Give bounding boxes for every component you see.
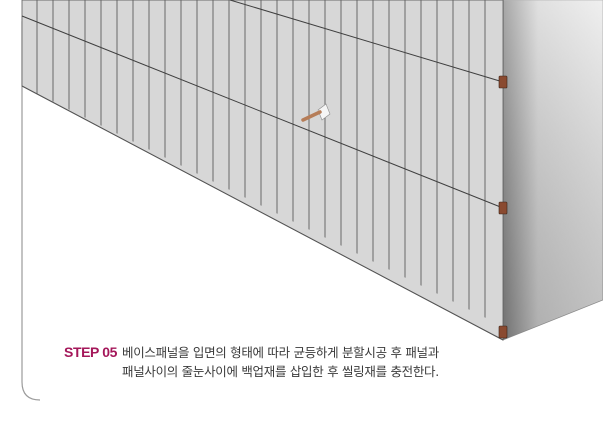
backer-rod-tool	[301, 103, 331, 122]
base-panel-face	[21, 0, 504, 341]
corner-brackets	[498, 75, 508, 339]
step-label: STEP 05	[64, 344, 117, 360]
panel-bottom-edge	[21, 85, 504, 341]
caption-text-1: 베이스패널을 입면의 형태에 따라 균등하게 분할시공 후 패널과	[122, 345, 439, 360]
horizontal-joints	[21, 0, 504, 209]
caption-text-2: 패널사이의 줄눈사이에 백업재를 삽입한 후 씰링재를 충전한다.	[122, 364, 439, 379]
caption-line-2: 패널사이의 줄눈사이에 백업재를 삽입한 후 씰링재를 충전한다.	[64, 362, 594, 381]
step-description: STEP 05 베이스패널을 입면의 형태에 따라 균등하게 분할시공 후 패널과…	[64, 343, 594, 381]
caption-line-1: STEP 05 베이스패널을 입면의 형태에 따라 균등하게 분할시공 후 패널과	[64, 343, 594, 362]
